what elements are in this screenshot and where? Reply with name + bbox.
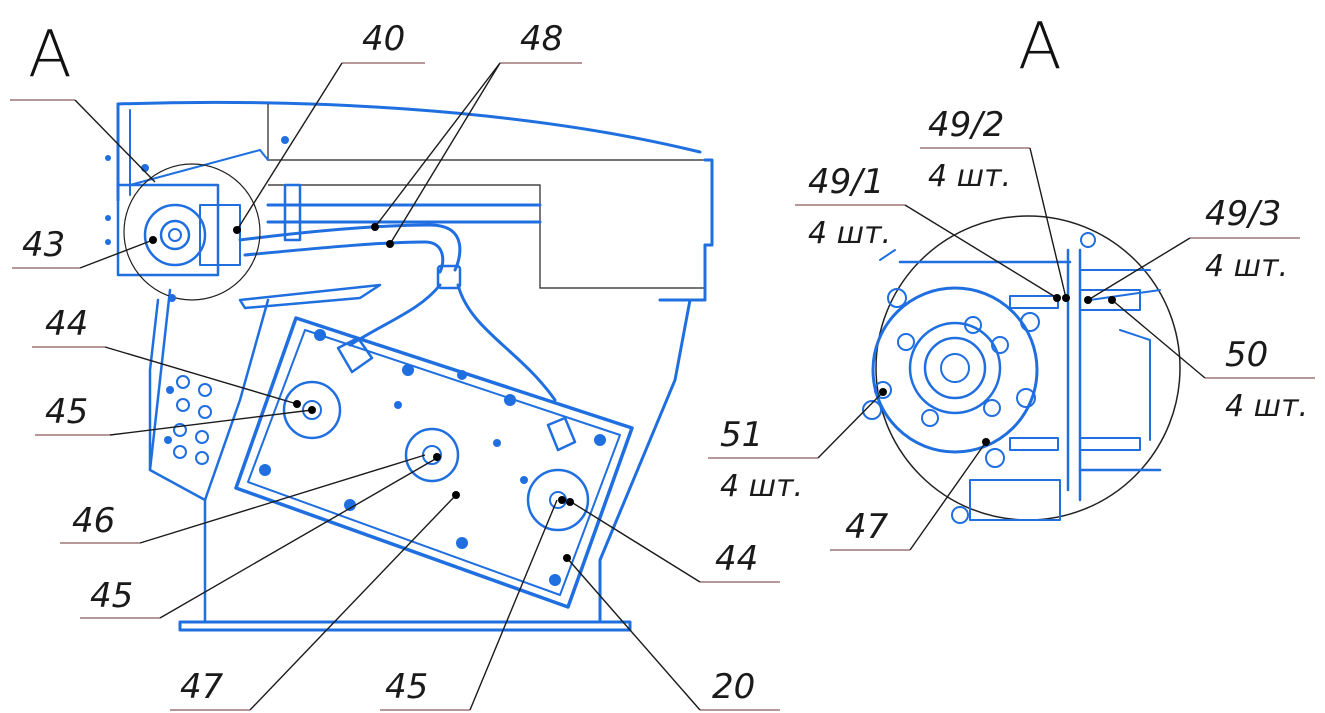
- leaders-left: [10, 62, 780, 711]
- callout-43: 43: [22, 225, 65, 265]
- callout-dots-detail: [879, 294, 1116, 446]
- leaders-detail: [708, 147, 1315, 551]
- view-mark-right: A: [1018, 10, 1062, 84]
- callout-49-2: 49/2: [928, 105, 1004, 145]
- callout-45-upper: 45: [45, 392, 88, 432]
- callout-49-1: 49/1: [808, 162, 884, 202]
- callout-45-middle: 45: [90, 576, 133, 616]
- callout-49-2-qty: 4 шт.: [928, 159, 1011, 194]
- callout-51: 51: [720, 415, 763, 455]
- callout-45-lower: 45: [385, 667, 428, 707]
- callout-49-3: 49/3: [1205, 194, 1281, 234]
- callout-47-detail: 47: [845, 507, 889, 547]
- hopper-holes: [164, 375, 212, 465]
- callout-44-lower: 44: [715, 539, 758, 579]
- callout-49-3-qty: 4 шт.: [1205, 249, 1288, 284]
- callout-20: 20: [712, 667, 755, 707]
- callout-47: 47: [180, 667, 224, 707]
- callout-dots-left: [149, 223, 574, 562]
- callout-46: 46: [72, 501, 115, 541]
- plate-bolts: [259, 329, 606, 586]
- callout-49-1-qty: 4 шт.: [808, 216, 891, 251]
- motor-detail-circle: [105, 136, 289, 302]
- callout-44-upper: 44: [45, 304, 88, 344]
- callout-51-qty: 4 шт.: [720, 469, 803, 504]
- callout-48: 48: [520, 19, 563, 59]
- detail-view: [862, 215, 1181, 524]
- view-mark-left: A: [28, 18, 72, 92]
- machine-frame: [116, 100, 714, 632]
- callout-50-qty: 4 шт.: [1225, 389, 1308, 424]
- callout-50: 50: [1225, 335, 1268, 375]
- callout-40: 40: [362, 19, 405, 59]
